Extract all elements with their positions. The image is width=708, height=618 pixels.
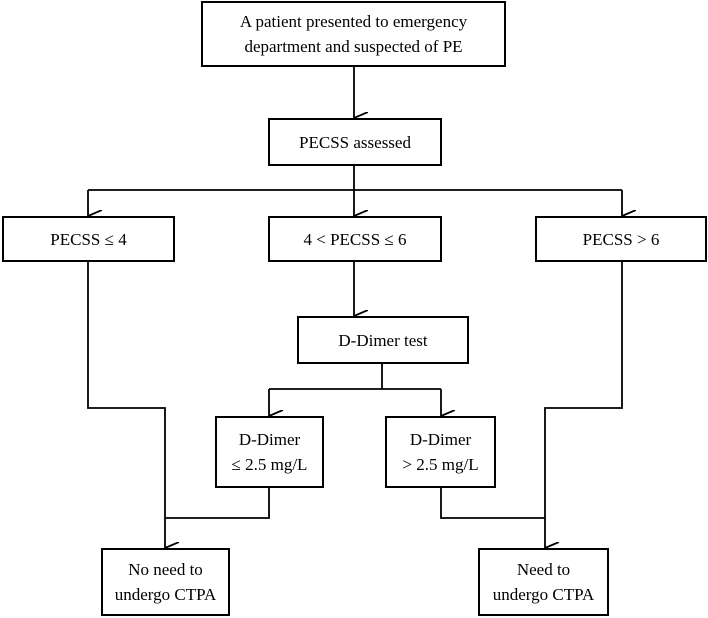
ddimer-high-line-2: > 2.5 mg/L	[402, 455, 479, 474]
line-ddimer-high-join	[440, 488, 545, 519]
start-line-2: department and suspected of PE	[244, 37, 463, 56]
no-ctpa-line-1: No need to	[128, 560, 203, 579]
no-ctpa-line-2: undergo CTPA	[114, 585, 217, 604]
high-score-label: PECSS > 6	[582, 229, 660, 249]
assess-box: PECSS assessed	[268, 118, 442, 166]
ddimer-low-line-2: ≤ 2.5 mg/L	[231, 455, 308, 474]
mid-score-label: 4 < PECSS ≤ 6	[303, 229, 407, 249]
assess-label: PECSS assessed	[299, 132, 411, 152]
no-ctpa-box: No need to undergo CTPA	[101, 548, 230, 616]
line-low-down	[87, 262, 165, 548]
ctpa-box: Need to undergo CTPA	[478, 548, 609, 616]
low-score-label: PECSS ≤ 4	[50, 229, 127, 249]
ddimer-low-line-1: D-Dimer	[238, 430, 301, 449]
ddimer-low-box: D-Dimer ≤ 2.5 mg/L	[215, 416, 324, 488]
high-score-box: PECSS > 6	[535, 216, 707, 262]
line-ddimer-low-join	[165, 488, 270, 519]
ddimer-high-line-1: D-Dimer	[409, 430, 472, 449]
ctpa-line-2: undergo CTPA	[492, 585, 595, 604]
mid-score-box: 4 < PECSS ≤ 6	[268, 216, 442, 262]
ddimer-test-box: D-Dimer test	[297, 316, 469, 364]
line-high-down	[544, 262, 623, 548]
ctpa-line-1: Need to	[516, 560, 571, 579]
start-box: A patient presented to emergency departm…	[201, 1, 506, 67]
ddimer-test-label: D-Dimer test	[338, 330, 428, 350]
start-line-1: A patient presented to emergency	[239, 12, 468, 31]
ddimer-high-box: D-Dimer > 2.5 mg/L	[385, 416, 496, 488]
low-score-box: PECSS ≤ 4	[2, 216, 175, 262]
